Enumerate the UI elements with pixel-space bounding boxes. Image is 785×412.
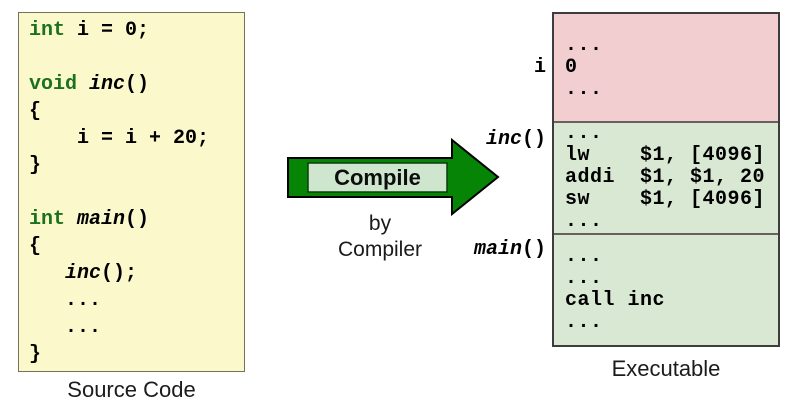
label-variable-i: i xyxy=(533,56,546,79)
exec-line: ... xyxy=(565,122,603,145)
code-line: } xyxy=(29,154,42,177)
code-line: ... xyxy=(29,289,102,312)
code-line: void inc() xyxy=(29,73,150,96)
code-line: { xyxy=(29,235,42,258)
source-code-panel: int i = 0; void inc() { i = i + 20;} int … xyxy=(18,12,245,372)
compile-label: Compile xyxy=(334,164,421,190)
code-line: int main() xyxy=(29,208,150,231)
exec-line: ... xyxy=(565,77,603,101)
code-line xyxy=(29,179,244,206)
label-inc-function: inc() xyxy=(485,128,546,151)
code-line: } xyxy=(29,343,42,366)
code-line: i = i + 20; xyxy=(29,127,210,150)
exec-line: lw $1, [4096] xyxy=(565,144,766,167)
code-line xyxy=(29,44,244,71)
by-compiler-label: by Compiler xyxy=(288,211,472,263)
executable-section-main: ......call inc... xyxy=(554,233,778,345)
code-line: { xyxy=(29,100,42,123)
exec-line: call inc xyxy=(565,289,666,312)
exec-line: ... xyxy=(565,210,603,233)
exec-line: ... xyxy=(565,311,603,334)
exec-line: addi $1, $1, 20 xyxy=(565,166,766,189)
exec-line: ... xyxy=(565,33,603,57)
source-code-text: int i = 0; void inc() { i = i + 20;} int … xyxy=(19,13,244,368)
exec-line: 0 xyxy=(565,55,578,79)
compiler-label: Compiler xyxy=(337,238,423,261)
code-line: inc(); xyxy=(65,262,138,285)
arrow-inset-box xyxy=(307,162,448,193)
executable-caption: Executable xyxy=(611,356,721,381)
exec-line: ... xyxy=(565,267,603,290)
code-line: int i = 0; xyxy=(29,19,150,42)
source-code-caption: Source Code xyxy=(67,377,196,402)
compile-arrow xyxy=(287,137,500,217)
by-label: by xyxy=(368,212,392,235)
exec-line: sw $1, [4096] xyxy=(565,188,766,211)
executable-section-data: ...0... xyxy=(554,14,778,121)
label-main-function: main() xyxy=(473,238,546,261)
exec-line: ... xyxy=(565,245,603,268)
code-line: ... xyxy=(29,316,102,339)
